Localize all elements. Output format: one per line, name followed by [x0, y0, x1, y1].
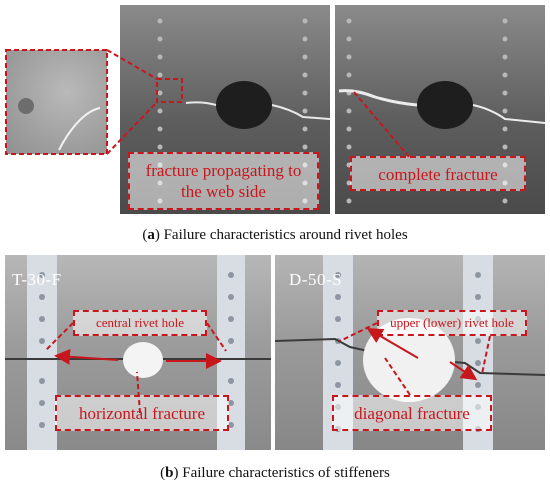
arrow-diagonal-down: [449, 361, 478, 381]
caption-b-text: Failure characteristics of stiffeners: [182, 465, 390, 481]
callout-complete-text: complete fracture: [378, 165, 498, 184]
crack-right: [271, 104, 330, 120]
caption-a-letter: a: [147, 227, 155, 243]
leader-bottom: [106, 101, 158, 155]
caption-b: (b) Failure characteristics of stiffener…: [160, 465, 390, 481]
callout-upper-lower-rivet-hole: upper (lower) rivet hole: [377, 310, 527, 336]
callout-fracture-propagating: fracture propagating to the web side: [128, 152, 319, 210]
photo-b1-graphic: [5, 255, 271, 450]
arrow-horizontal-left: [54, 348, 119, 365]
arrow-diagonal-up: [366, 327, 419, 359]
photo-specimen-t30f: [5, 255, 271, 450]
leader-horizontal: [136, 371, 141, 414]
leader-central-left: [44, 322, 74, 352]
inset-hole-edge: [18, 98, 34, 114]
inset-crack: [58, 107, 101, 151]
specimen-label-d50s: D-50-S: [289, 270, 343, 289]
leader-lower-hole: [481, 335, 491, 375]
callout-diagonal-fracture: diagonal fracture: [332, 395, 492, 431]
callout-central-rivet-hole: central rivet hole: [73, 310, 207, 336]
photo-a2-graphic: [338, 18, 545, 204]
caption-b-letter: b: [165, 465, 174, 481]
callout-horizontal-text: horizontal fracture: [78, 404, 205, 423]
callout-central-hole-text: central rivet hole: [95, 315, 185, 330]
stiffener-left: [27, 255, 57, 450]
leader-diagonal: [384, 357, 411, 396]
zoom-source-box: [156, 78, 183, 103]
leader-upper-hole: [339, 322, 378, 342]
fracture-arrows: [54, 327, 478, 381]
inset-frame: [5, 49, 108, 155]
callout-complete-fracture: complete fracture: [350, 156, 526, 191]
leader-central-right: [206, 322, 227, 352]
stiffener-right-rivets: [228, 272, 234, 428]
specimen-label-t30f: T-30-F: [12, 270, 62, 289]
zoom-inset-photo: [6, 50, 107, 154]
caption-a: (a) Failure characteristics around rivet…: [142, 227, 408, 243]
inset-leader-group: [5, 49, 411, 159]
crack-full-left: [338, 89, 418, 107]
callout-diagonal-text: diagonal fracture: [354, 404, 470, 423]
zoom-inset-graphic: [18, 98, 101, 151]
crack-full-right: [472, 104, 545, 124]
callout-upper-lower-text: upper (lower) rivet hole: [390, 315, 514, 330]
rivet-column-left-2: [346, 18, 352, 204]
panel-b-leaders: [44, 322, 491, 414]
crack-left: [185, 101, 217, 106]
central-cutout-hole-2: [417, 81, 473, 129]
leader-top: [106, 49, 158, 80]
leader-complete-fracture: [353, 91, 411, 159]
stiffener-left-rivets: [39, 272, 45, 428]
callout-propagating-line2: the web side: [181, 182, 266, 202]
caption-a-text: Failure characteristics around rivet hol…: [163, 227, 408, 243]
callout-horizontal-fracture: horizontal fracture: [55, 395, 229, 431]
central-hole-t30f: [123, 342, 163, 378]
callout-propagating-line1: fracture propagating to: [145, 161, 302, 180]
central-cutout-hole: [216, 81, 272, 129]
